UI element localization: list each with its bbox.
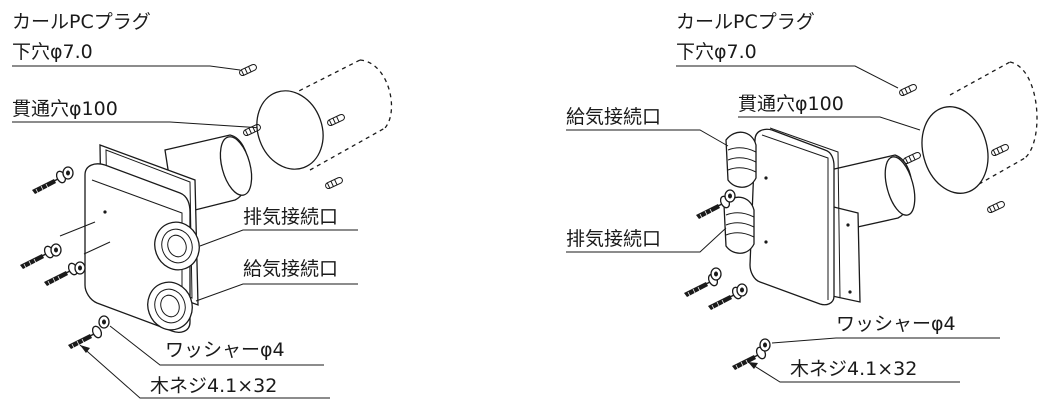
right-plug-name-label: カールPCプラグ bbox=[676, 11, 815, 33]
left-supply-port bbox=[147, 281, 193, 331]
right-wall-sleeve bbox=[902, 61, 1038, 215]
left-exhaust-port bbox=[154, 221, 200, 271]
right-supply-port bbox=[725, 131, 757, 188]
left-through-hole-label: 貫通穴φ100 bbox=[12, 98, 118, 120]
right-exhaust-port bbox=[723, 196, 755, 254]
right-plug-hole-label: 下穴φ7.0 bbox=[676, 41, 757, 63]
left-exhaust-port-label: 排気接続口 bbox=[243, 206, 338, 228]
left-plug-name-label: カールPCプラグ bbox=[12, 11, 151, 33]
right-supply-port-label: 給気接続口 bbox=[566, 106, 661, 128]
right-washer-label: ワッシャーφ4 bbox=[836, 313, 956, 335]
right-figure: カールPCプラグ 下穴φ7.0 貫通穴φ100 bbox=[566, 11, 1038, 383]
right-main-box bbox=[749, 127, 841, 306]
right-plug-icon bbox=[898, 82, 918, 98]
left-screw-label: 木ネジ4.1×32 bbox=[150, 375, 277, 397]
left-plug-icon bbox=[238, 62, 258, 78]
left-screws bbox=[19, 166, 111, 350]
right-screw-label: 木ネジ4.1×32 bbox=[790, 358, 917, 380]
left-washer-label: ワッシャーφ4 bbox=[165, 339, 285, 361]
left-plug-hole-label: 下穴φ7.0 bbox=[12, 41, 93, 63]
left-figure: カールPCプラグ 下穴φ7.0 貫通穴φ100 bbox=[12, 11, 393, 399]
right-exhaust-port-label: 排気接続口 bbox=[566, 228, 661, 250]
left-supply-port-label: 給気接続口 bbox=[243, 258, 338, 280]
left-wall-sleeve bbox=[242, 59, 393, 191]
right-through-hole-label: 貫通穴φ100 bbox=[738, 93, 844, 115]
